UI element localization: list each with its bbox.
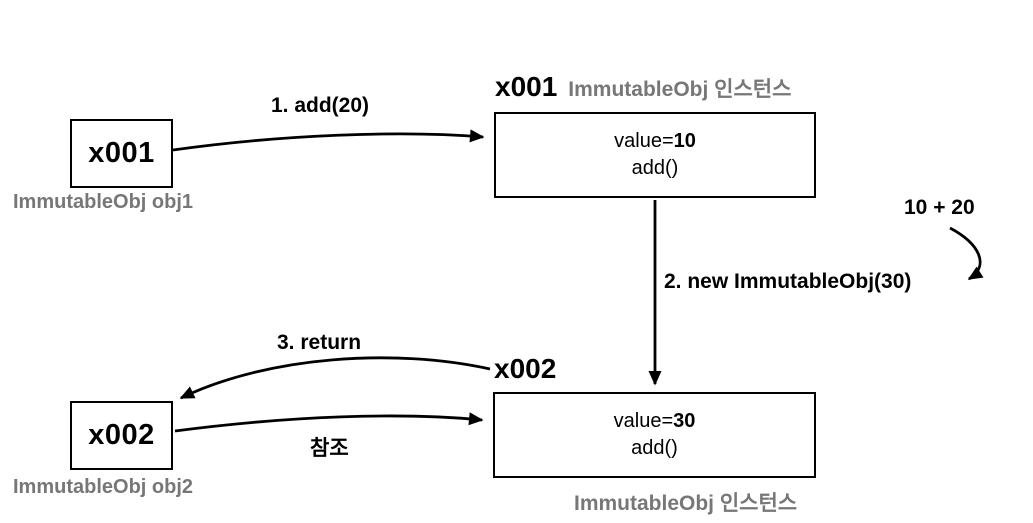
instance1-title: x001 ImmutableObj 인스턴스 bbox=[495, 71, 791, 103]
caption-obj2: ImmutableObj obj2 bbox=[13, 476, 194, 498]
instance2-title-ref: x002 bbox=[494, 353, 557, 384]
instance2-value-prefix: value= bbox=[613, 410, 674, 432]
label-step1-add-call: 1. add(20) bbox=[271, 94, 370, 117]
label-calculation: 10 + 20 bbox=[904, 196, 975, 219]
instance1-method: add() bbox=[631, 157, 679, 179]
caption-obj1: ImmutableObj obj1 bbox=[13, 191, 194, 213]
instance2-box: value=30 add() bbox=[493, 392, 816, 478]
instance2-method: add() bbox=[631, 437, 678, 459]
instance2-value-field: value=30 bbox=[614, 408, 696, 435]
label-step2-new-instance: 2. new ImmutableObj(30) bbox=[664, 270, 912, 293]
reference-box-obj2-label: x002 bbox=[88, 419, 155, 451]
label-step3-return: 3. return bbox=[277, 331, 362, 354]
reference-box-obj1: x001 bbox=[70, 119, 173, 188]
label-reference: 참조 bbox=[310, 437, 349, 460]
instance1-value-prefix: value= bbox=[614, 130, 674, 152]
arrow-return bbox=[179, 356, 491, 400]
instance1-value: 10 bbox=[673, 130, 696, 152]
instance2-value: 30 bbox=[673, 410, 696, 432]
arrow-calculation bbox=[949, 226, 984, 281]
reference-box-obj2: x002 bbox=[70, 401, 173, 470]
reference-box-obj1-label: x001 bbox=[88, 137, 155, 169]
arrow-reference bbox=[174, 412, 484, 433]
arrow-add-call bbox=[172, 129, 485, 152]
instance1-title-type: ImmutableObj 인스턴스 bbox=[568, 78, 792, 101]
instance1-box: value=10 add() bbox=[494, 112, 816, 198]
instance1-title-ref: x001 bbox=[495, 71, 558, 102]
instance1-value-field: value=10 bbox=[614, 128, 696, 155]
instance2-type-label: ImmutableObj 인스턴스 bbox=[574, 492, 798, 515]
